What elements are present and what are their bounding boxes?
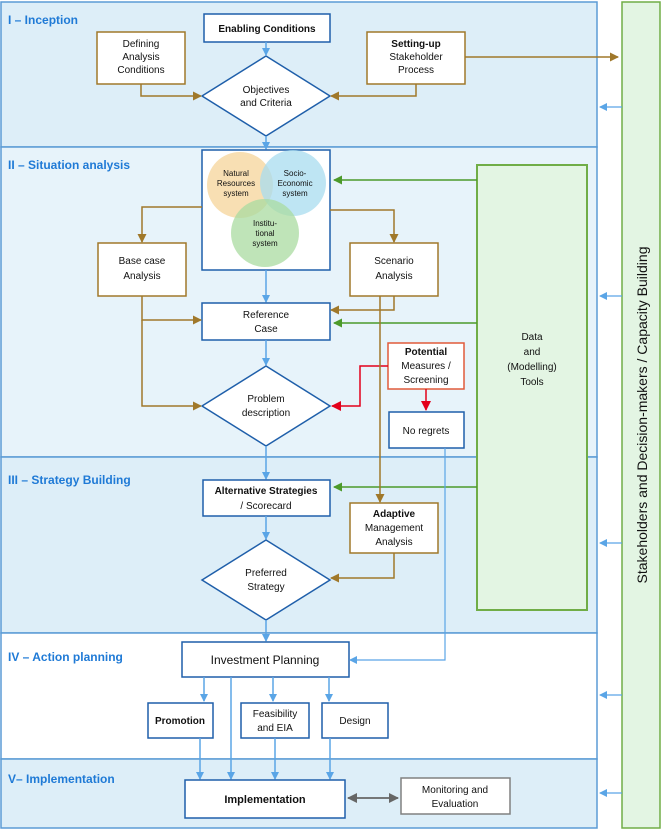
scenario-label-1: Scenario: [374, 256, 414, 267]
feasibility-label-1: Feasibility: [253, 709, 297, 720]
defining-label-2: Analysis: [122, 52, 159, 63]
defining-label-1: Defining: [123, 39, 160, 50]
monitoring-label-1: Monitoring and: [422, 785, 488, 796]
institutional-label-1: Institu-: [253, 219, 277, 228]
data-tools-label-3: (Modelling): [507, 362, 556, 373]
base-case-label-2: Analysis: [123, 271, 160, 282]
stakeholders-sidebar-label: Stakeholders and Decision-makers / Capac…: [634, 247, 650, 584]
alternative-label-2: / Scorecard: [240, 501, 291, 512]
implementation-label: Implementation: [224, 794, 306, 806]
data-tools-box: [476, 164, 588, 611]
promotion-label: Promotion: [155, 716, 205, 727]
preferred-label-2: Strategy: [247, 582, 284, 593]
phase-title-action: IV – Action planning: [8, 650, 123, 664]
enabling-conditions-box: [203, 13, 331, 43]
promotion-box: [147, 702, 214, 739]
problem-label-1: Problem: [247, 394, 284, 405]
scenario-box: [349, 242, 439, 297]
potential-label-2: Measures /: [401, 361, 451, 372]
setup-label-1: Setting-up: [391, 39, 440, 50]
defining-analysis-box: [96, 31, 186, 85]
data-tools-label-4: Tools: [520, 377, 543, 388]
feasibility-label-2: and EIA: [257, 723, 293, 734]
setup-label-2: Stakeholder: [389, 52, 443, 63]
socio-label-2: Economic: [277, 179, 312, 188]
defining-label-3: Conditions: [117, 65, 164, 76]
no-regrets-box: [388, 411, 465, 449]
potential-label-3: Screening: [403, 375, 448, 386]
implementation-box: [184, 779, 346, 819]
data-tools-label-1: Data: [521, 332, 543, 343]
data-tools-label-2: and: [524, 347, 541, 358]
phase-title-strategy: III – Strategy Building: [8, 473, 131, 487]
monitoring-box: [400, 777, 511, 815]
reference-label-1: Reference: [243, 310, 290, 321]
reference-label-2: Case: [254, 324, 278, 335]
natural-label-1: Natural: [223, 169, 249, 178]
socio-label-3: system: [282, 189, 308, 198]
phase-title-inception: I – Inception: [8, 13, 78, 27]
potential-measures-box: [387, 342, 465, 390]
monitoring-label-2: Evaluation: [432, 799, 479, 810]
alternative-strategies-box: [202, 479, 331, 517]
reference-case-box: [201, 302, 331, 341]
phase-title-situation: II – Situation analysis: [8, 158, 130, 172]
institutional-label-3: system: [252, 239, 278, 248]
adaptive-label-1: Adaptive: [373, 509, 416, 520]
base-case-label-1: Base case: [119, 256, 166, 267]
stakeholders-sidebar: [621, 1, 661, 829]
objectives-label-1: Objectives: [243, 85, 290, 96]
design-label: Design: [339, 716, 370, 727]
preferred-label-1: Preferred: [245, 568, 287, 579]
investment-planning-box: [181, 641, 350, 678]
enabling-conditions-label: Enabling Conditions: [218, 24, 316, 35]
phase-title-implementation: V– Implementation: [8, 772, 115, 786]
institutional-circle: [231, 199, 299, 267]
investment-label: Investment Planning: [211, 653, 320, 667]
natural-label-2: Resources: [217, 179, 255, 188]
alternative-label-1: Alternative Strategies: [215, 486, 318, 497]
design-box: [321, 702, 389, 739]
base-case-box: [97, 242, 187, 297]
socio-economic-circle: [260, 150, 326, 216]
potential-label-1: Potential: [405, 347, 447, 358]
socio-label-1: Socio-: [284, 169, 307, 178]
no-regrets-label: No regrets: [403, 426, 450, 437]
natural-label-3: system: [223, 189, 249, 198]
feasibility-box: [240, 702, 310, 739]
setup-label-3: Process: [398, 65, 434, 76]
scenario-label-2: Analysis: [375, 271, 412, 282]
problem-label-2: description: [242, 408, 290, 419]
objectives-label-2: and Criteria: [240, 98, 292, 109]
institutional-label-2: tional: [255, 229, 274, 238]
adaptive-label-3: Analysis: [375, 537, 412, 548]
adaptive-label-2: Management: [365, 523, 424, 534]
